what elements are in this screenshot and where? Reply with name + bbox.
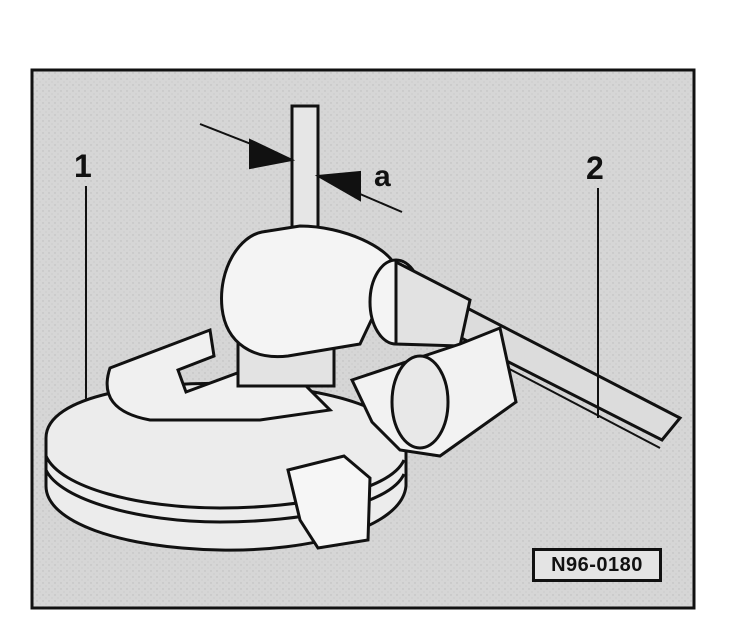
- dimension-a-label: a: [374, 160, 391, 193]
- disc-tab: [286, 454, 372, 550]
- callout-1: 1: [74, 148, 92, 184]
- saddle-clip: [349, 325, 518, 458]
- callout-2: 2: [586, 150, 604, 186]
- leader-lines: [85, 186, 599, 432]
- dimension-a-marker: [199, 123, 403, 213]
- rod: [290, 104, 320, 236]
- connector-elbow: [220, 224, 472, 359]
- reference-code: N96-0180: [532, 548, 662, 582]
